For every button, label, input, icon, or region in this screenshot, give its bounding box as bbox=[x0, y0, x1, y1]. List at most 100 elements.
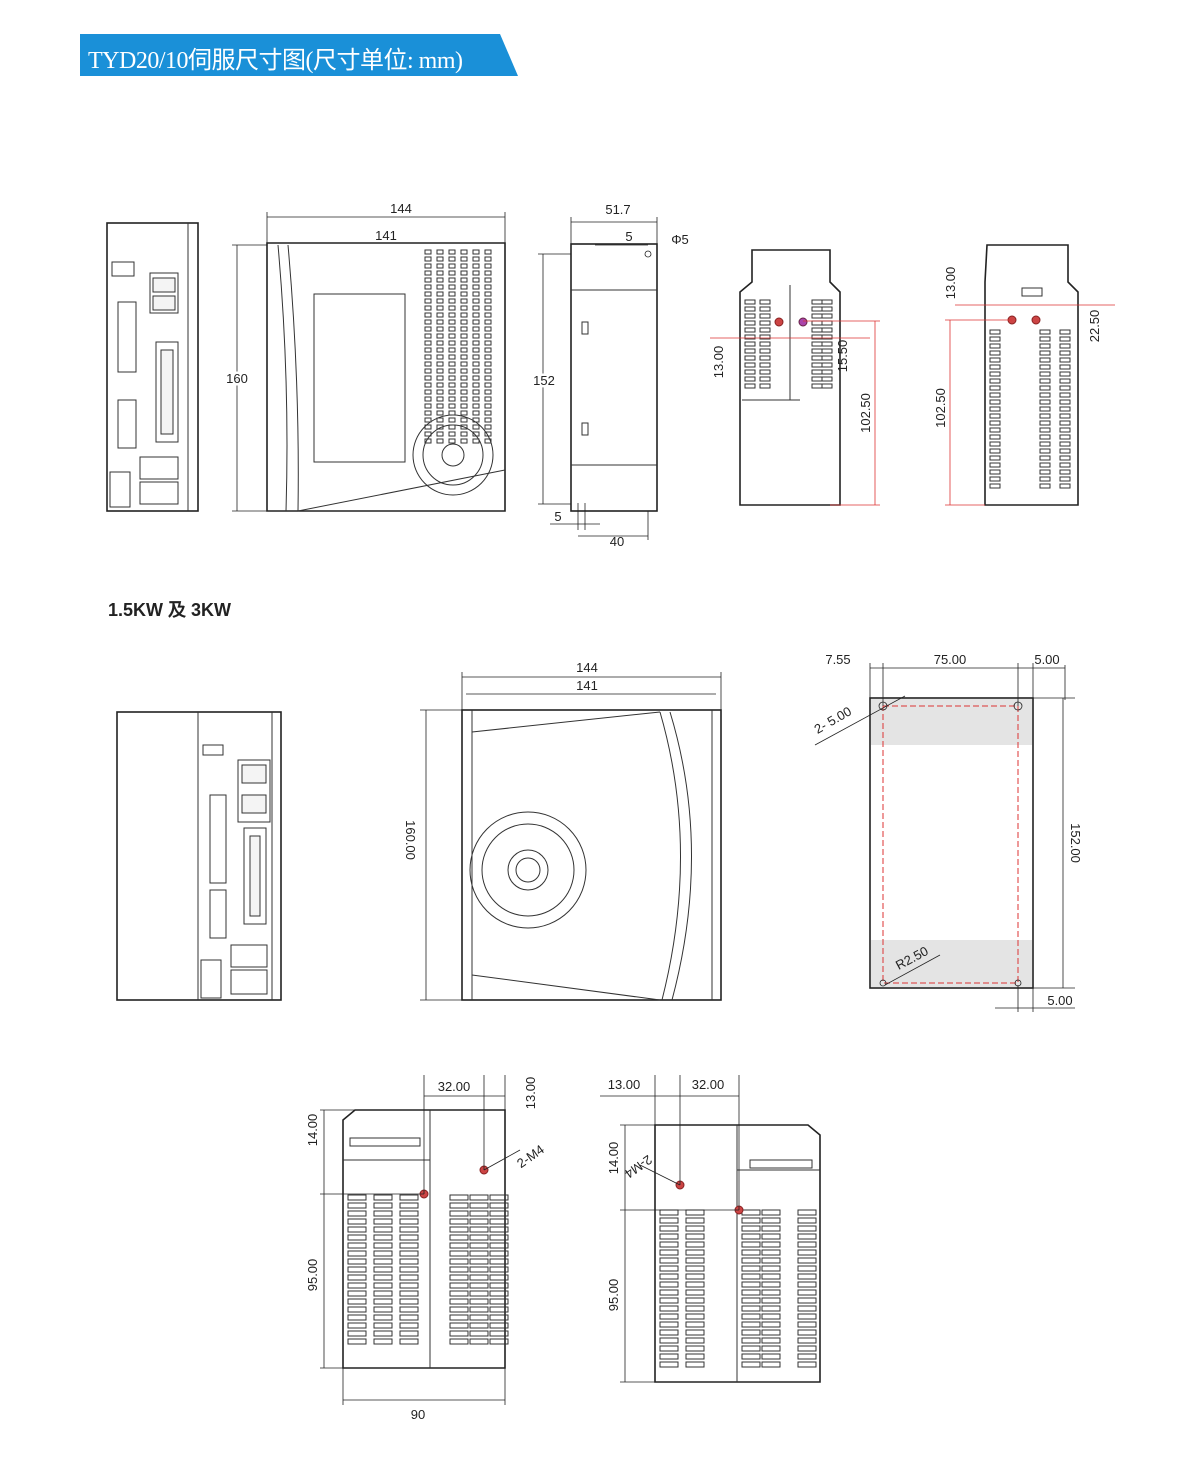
vent-slot bbox=[469, 1258, 489, 1265]
vent-slot bbox=[685, 1249, 705, 1256]
vent-slot bbox=[472, 284, 480, 290]
vent-slot bbox=[347, 1218, 367, 1225]
vent-slot bbox=[797, 1305, 817, 1312]
vent-slot bbox=[399, 1234, 419, 1241]
vent-slot bbox=[460, 340, 468, 346]
vent-slot bbox=[448, 277, 456, 283]
vent-slot bbox=[436, 403, 444, 409]
dim-bottom: 5.00 bbox=[1047, 993, 1072, 1008]
vent-slot bbox=[460, 361, 468, 367]
vent-slot bbox=[399, 1202, 419, 1209]
vent-slot bbox=[460, 277, 468, 283]
vent-slot bbox=[659, 1265, 679, 1272]
vent-slot bbox=[685, 1353, 705, 1360]
vent-slots bbox=[744, 299, 833, 389]
vent-slot bbox=[989, 483, 1001, 489]
vent-slot bbox=[741, 1249, 761, 1256]
dim-width: 90 bbox=[411, 1407, 425, 1422]
vent-slot bbox=[484, 326, 492, 332]
vent-slot bbox=[659, 1257, 679, 1264]
vent-slot bbox=[399, 1226, 419, 1233]
vent-slot bbox=[1039, 399, 1051, 405]
vent-slot bbox=[744, 383, 756, 389]
vent-slot bbox=[469, 1226, 489, 1233]
vent-slot bbox=[436, 284, 444, 290]
vent-slot bbox=[449, 1242, 469, 1249]
vent-slot bbox=[989, 336, 1001, 342]
vent-slot bbox=[373, 1322, 393, 1329]
vent-slot bbox=[347, 1290, 367, 1297]
dim-13: 13.00 bbox=[943, 267, 958, 300]
vent-slot bbox=[1039, 441, 1051, 447]
vent-slot bbox=[759, 355, 771, 361]
dim-102-5: 102.50 bbox=[933, 388, 948, 428]
vent-slot bbox=[436, 431, 444, 437]
vent-slot bbox=[424, 417, 432, 423]
vent-slot bbox=[989, 441, 1001, 447]
vent-slot bbox=[1059, 371, 1071, 377]
vent-slot bbox=[399, 1314, 419, 1321]
vent-slot bbox=[484, 270, 492, 276]
vent-slot bbox=[1059, 413, 1071, 419]
vent-slot bbox=[448, 396, 456, 402]
vent-slot bbox=[797, 1241, 817, 1248]
vent-slot bbox=[460, 438, 468, 444]
vent-slot bbox=[741, 1353, 761, 1360]
vent-slot bbox=[761, 1249, 781, 1256]
vent-slot bbox=[484, 298, 492, 304]
vent-slot bbox=[797, 1233, 817, 1240]
vent-slot bbox=[399, 1258, 419, 1265]
vent-slot bbox=[436, 312, 444, 318]
vent-slot bbox=[741, 1241, 761, 1248]
vent-slot bbox=[821, 348, 833, 354]
vent-slot bbox=[1039, 385, 1051, 391]
vent-slot bbox=[448, 361, 456, 367]
dim-height: 160.00 bbox=[403, 820, 418, 860]
vent-slot bbox=[761, 1353, 781, 1360]
vent-slot bbox=[1059, 343, 1071, 349]
vent-slot bbox=[399, 1298, 419, 1305]
vent-slot bbox=[347, 1258, 367, 1265]
vent-slot bbox=[460, 354, 468, 360]
vent-slot bbox=[469, 1330, 489, 1337]
vent-slot bbox=[373, 1210, 393, 1217]
vent-slot bbox=[1039, 483, 1051, 489]
vent-slot bbox=[373, 1242, 393, 1249]
vent-slot bbox=[448, 319, 456, 325]
vent-slot bbox=[373, 1218, 393, 1225]
vent-slot bbox=[448, 403, 456, 409]
vent-slot bbox=[449, 1202, 469, 1209]
vent-slot bbox=[460, 270, 468, 276]
vent-slot bbox=[761, 1257, 781, 1264]
vent-slot bbox=[741, 1337, 761, 1344]
vent-slot bbox=[472, 333, 480, 339]
vent-slot bbox=[469, 1210, 489, 1217]
vent-slot bbox=[659, 1225, 679, 1232]
vent-slot bbox=[821, 313, 833, 319]
vent-slot bbox=[685, 1329, 705, 1336]
vent-slot bbox=[448, 354, 456, 360]
vent-slot bbox=[347, 1202, 367, 1209]
vent-slot bbox=[472, 347, 480, 353]
vent-slot bbox=[448, 382, 456, 388]
vent-slot bbox=[741, 1329, 761, 1336]
vent-slot bbox=[1039, 343, 1051, 349]
vent-slot bbox=[797, 1273, 817, 1280]
vent-slot bbox=[761, 1337, 781, 1344]
vent-slot bbox=[424, 382, 432, 388]
vent-slot bbox=[347, 1234, 367, 1241]
dim-height: 95.00 bbox=[305, 1259, 320, 1292]
vent-slot bbox=[484, 410, 492, 416]
vent-slot bbox=[489, 1298, 509, 1305]
vent-slot bbox=[436, 319, 444, 325]
vent-slot bbox=[744, 362, 756, 368]
vent-slot bbox=[472, 354, 480, 360]
vent-slot bbox=[761, 1225, 781, 1232]
vent-slot bbox=[472, 249, 480, 255]
vent-slot bbox=[489, 1210, 509, 1217]
dim-offset-top: 5 bbox=[625, 229, 632, 244]
vent-slot bbox=[759, 306, 771, 312]
dim-height: 160 bbox=[226, 371, 248, 386]
vent-slot bbox=[448, 347, 456, 353]
vent-slot bbox=[460, 326, 468, 332]
